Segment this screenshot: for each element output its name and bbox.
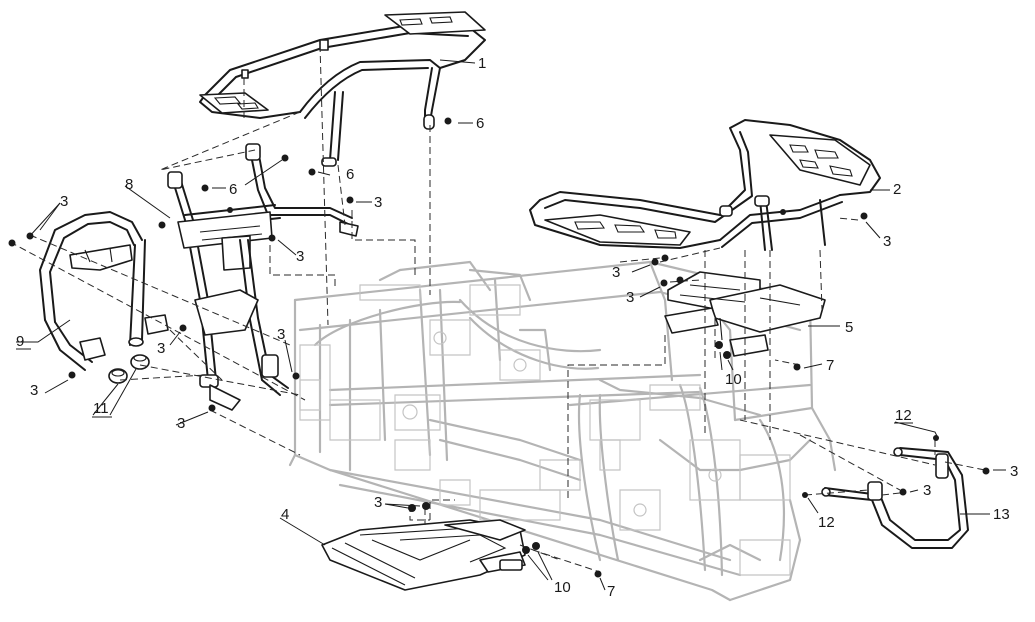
assembly-lines [9,44,986,573]
callout-1: 1 [478,55,486,72]
leader-lines [16,59,1006,591]
callout-8: 8 [125,176,133,193]
callout-6: 6 [476,115,484,132]
callout-3: 3 [923,482,931,499]
callout-11: 11 [93,400,109,417]
callout-5: 5 [845,319,853,336]
part-9-front-bumper [39,211,169,371]
fasteners [8,117,990,578]
callout-3: 3 [626,289,634,306]
callout-3: 3 [374,494,382,511]
callout-3: 3 [374,194,382,211]
callout-10: 10 [554,579,571,596]
part-8-rack-mount [167,143,359,411]
part-4-skid-plate [321,519,526,591]
part-13-rear-bumper [821,447,969,549]
callout-3: 3 [30,382,38,399]
part-5-rear-bracket [664,271,826,357]
callout-12: 12 [818,514,835,531]
callout-3: 3 [612,264,620,281]
callout-3: 3 [277,326,285,343]
callout-3: 3 [1010,463,1018,480]
callout-4: 4 [281,506,289,523]
callout-labels: 1 2 3 3 3 3 3 3 3 3 3 3 3 3 3 4 5 6 6 6 … [16,55,1018,600]
main-frame [288,260,837,602]
part-2-rear-rack [529,119,881,251]
callout-12: 12 [895,407,912,424]
callout-7: 7 [826,357,834,374]
callout-7: 7 [607,583,615,600]
callout-3: 3 [883,233,891,250]
callout-10: 10 [725,371,742,388]
callout-3: 3 [177,415,185,432]
part-1-front-rack [199,11,486,167]
callout-3: 3 [157,340,165,357]
callout-6: 6 [229,181,237,198]
callout-13: 13 [993,506,1010,523]
callout-2: 2 [893,181,901,198]
callout-9: 9 [16,333,24,350]
callout-3: 3 [60,193,68,210]
callout-6: 6 [346,166,354,183]
callout-3: 3 [296,248,304,265]
